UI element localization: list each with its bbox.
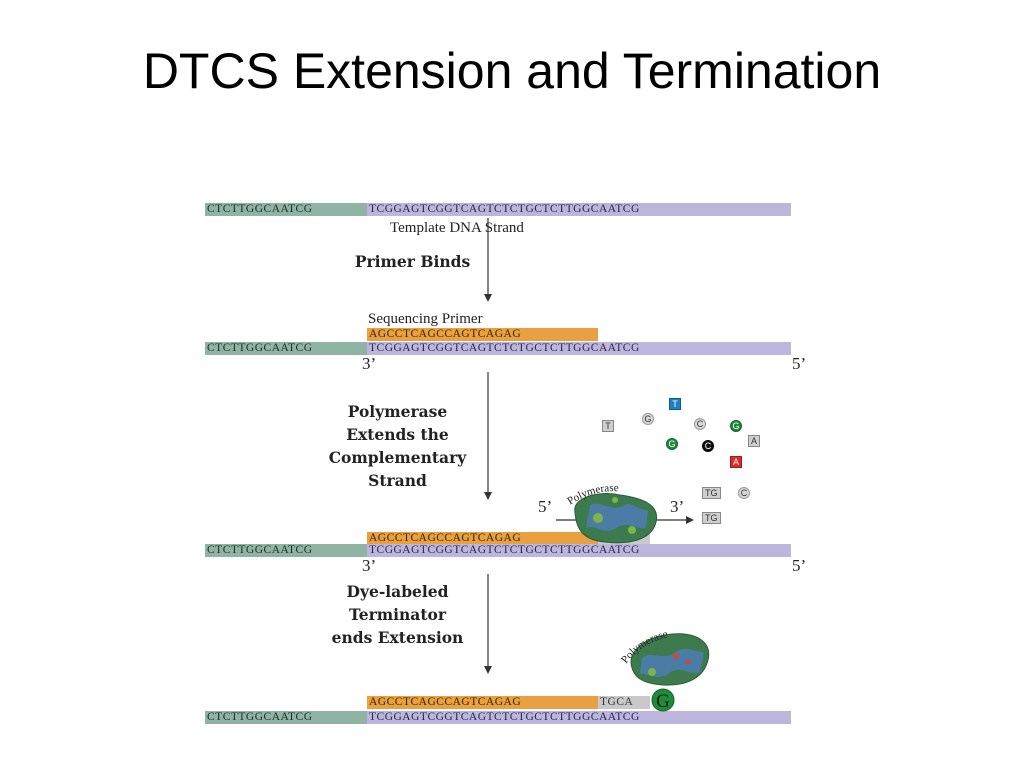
template-green-segment: CTCTTGGCAATCG <box>205 342 367 355</box>
five-prime-label: 5’ <box>792 354 807 373</box>
step-primer-binds: Primer Binds <box>354 252 471 271</box>
template-strand-label: Template DNA Strand <box>390 220 524 236</box>
template-purple-segment: TCGGAGTCGGTCAGTCTCTGCTCTTGGCAATCG <box>367 203 791 216</box>
nucleotide-pair-tg: TG <box>702 487 721 499</box>
slide-title: DTCS Extension and Termination <box>142 43 882 99</box>
template-green-segment: CTCTTGGCAATCG <box>205 203 367 216</box>
template-strand-row-1: CTCTTGGCAATCG TCGGAGTCGGTCAGTCTCTGCTCTTG… <box>205 203 791 216</box>
primer-strand-row-2: AGCCTCAGCCAGTCAGAG <box>367 328 598 341</box>
primer-segment: AGCCTCAGCCAGTCAGAG <box>367 328 598 341</box>
nucleotide-a: A <box>748 435 760 447</box>
template-purple-segment: TCGGAGTCGGTCAGTCTCTGCTCTTGGCAATCG <box>367 342 791 355</box>
template-strand-row-4: CTCTTGGCAATCG TCGGAGTCGGTCAGTCTCTGCTCTTG… <box>205 711 791 724</box>
template-purple-segment: TCGGAGTCGGTCAGTCTCTGCTCTTGGCAATCG <box>367 544 791 557</box>
template-strand-row-2: CTCTTGGCAATCG TCGGAGTCGGTCAGTCTCTGCTCTTG… <box>205 342 791 355</box>
nucleotide-a-dye: A <box>730 456 742 468</box>
template-purple-segment: TCGGAGTCGGTCAGTCTCTGCTCTTGGCAATCG <box>367 711 791 724</box>
nucleotide-c: C <box>738 487 750 499</box>
primer-strand-row-4: AGCCTCAGCCAGTCAGAG TGCA <box>367 696 650 709</box>
primer-segment: AGCCTCAGCCAGTCAGAG <box>367 532 598 545</box>
nucleotide-t: T <box>602 420 614 432</box>
nucleotide-pair-tg: TG <box>702 512 721 524</box>
template-green-segment: CTCTTGGCAATCG <box>205 711 367 724</box>
polymerase-direction-end: 3’ <box>670 497 685 516</box>
polymerase-direction-start: 5’ <box>538 497 553 516</box>
nucleotide-g-dye: G <box>666 438 678 450</box>
step-polymerase-extends: Polymerase Extends the Complementary Str… <box>328 402 467 490</box>
primer-segment: AGCCTCAGCCAGTCAGAG <box>367 696 598 709</box>
nucleotide-c: C <box>694 418 706 430</box>
nucleotide-c-dye: C <box>702 440 714 452</box>
three-prime-label: 3’ <box>362 354 377 373</box>
nucleotide-t-dye: T <box>669 398 681 410</box>
five-prime-label: 5’ <box>792 556 807 575</box>
template-strand-row-3: CTCTTGGCAATCG TCGGAGTCGGTCAGTCTCTGCTCTTG… <box>205 544 791 557</box>
sequencing-primer-label: Sequencing Primer <box>368 311 483 327</box>
nucleotide-g: G <box>642 413 654 425</box>
extension-segment: TGCA <box>598 696 650 709</box>
three-prime-label: 3’ <box>362 556 377 575</box>
step-dye-terminator: Dye-labeled Terminator ends Extension <box>331 582 464 647</box>
template-green-segment: CTCTTGGCAATCG <box>205 544 367 557</box>
terminator-g <box>651 688 675 712</box>
terminator-letter: G <box>656 691 670 712</box>
polymerase-enzyme-2 <box>630 633 710 686</box>
polymerase-label-2: Polymerase <box>619 628 669 666</box>
nucleotide-g-dye: G <box>730 420 742 432</box>
polymerase-label: Polymerase <box>565 482 619 507</box>
polymerase-enzyme <box>574 493 658 544</box>
